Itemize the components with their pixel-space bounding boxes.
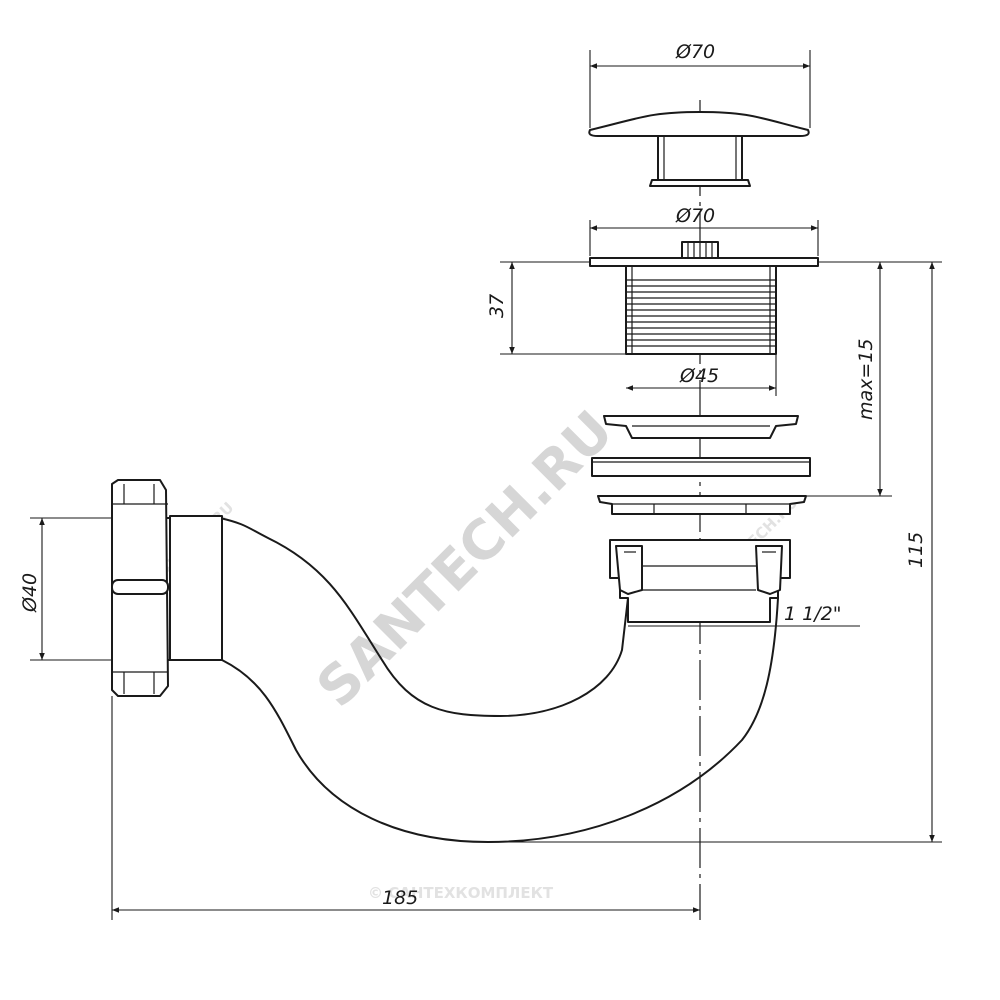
inlet-coupling (609, 539, 791, 623)
drain-cap (588, 111, 810, 187)
thread-lines (626, 279, 776, 347)
watermark-brand: SANTECH.RU (305, 399, 626, 720)
flange-diameter-label: Ø70 (675, 205, 715, 227)
thread-height-label: 37 (486, 294, 508, 318)
outlet-nut (111, 479, 223, 697)
body-diameter-label: Ø45 (679, 365, 719, 387)
cap-diameter-label: Ø70 (675, 41, 715, 63)
total-length-label: 185 (382, 887, 418, 909)
outlet-diameter-label: Ø40 (19, 573, 41, 613)
watermark-footer: © САНТЕХКОМПЛЕКТ (368, 884, 554, 902)
max-thickness-label: max=15 (855, 339, 877, 421)
connection-thread-label: 1 1/2" (784, 603, 841, 625)
total-height-label: 115 (905, 532, 927, 568)
drain-flange-body (589, 241, 819, 355)
washers-and-nut (591, 415, 811, 515)
